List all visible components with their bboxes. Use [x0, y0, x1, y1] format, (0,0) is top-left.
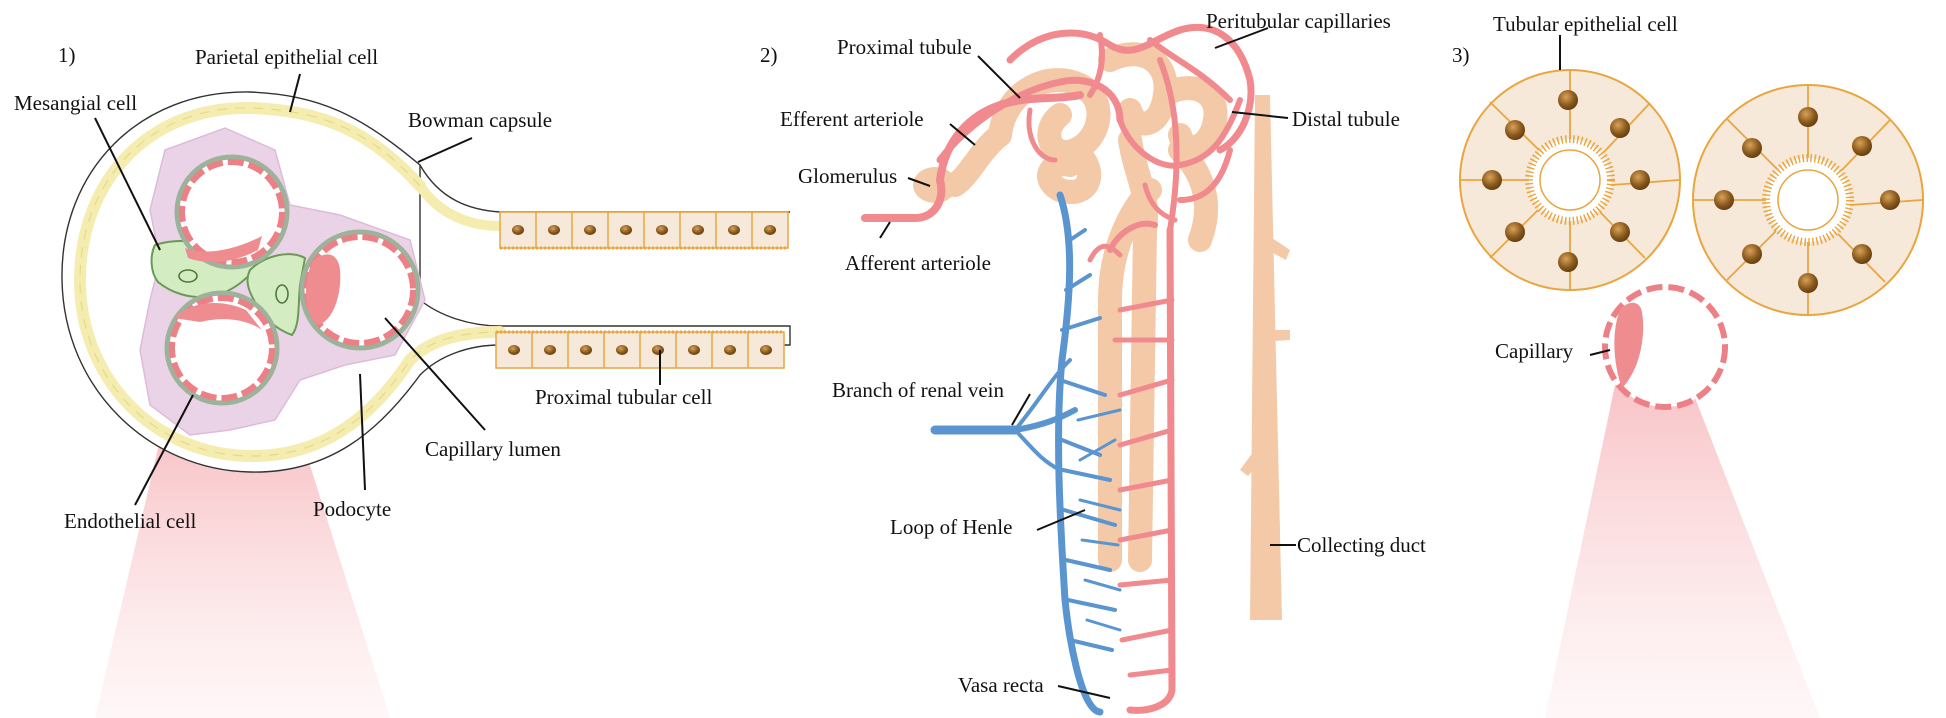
panel-2-number: 2): [760, 43, 778, 67]
glomerulus: [913, 167, 957, 203]
capillary-top: [177, 157, 287, 267]
label-mesangial-cell: Mesangial cell: [14, 91, 137, 115]
tubule-cross-section-right: [1693, 85, 1923, 315]
tubule-cross-section-left: [1460, 70, 1680, 290]
label-capillary: Capillary: [1495, 339, 1574, 363]
label-glomerulus: Glomerulus: [798, 164, 897, 188]
panel-1-number: 1): [58, 43, 76, 67]
panel-3-number: 3): [1452, 43, 1470, 67]
tubule-cells-lower: [496, 332, 784, 368]
label-loop-of-henle: Loop of Henle: [890, 515, 1012, 539]
label-parietal-epithelial-cell: Parietal epithelial cell: [195, 45, 378, 69]
label-branch-of-renal-vein: Branch of renal vein: [832, 378, 1005, 402]
label-collecting-duct: Collecting duct: [1297, 533, 1426, 557]
label-capillary-lumen: Capillary lumen: [425, 437, 561, 461]
tubule-cells-upper: [500, 212, 788, 248]
panel-3: 3) Tubular epithelial cell Capillary: [1452, 12, 1923, 718]
label-peritubular-capillaries: Peritubular capillaries: [1206, 9, 1391, 33]
label-distal-tubule: Distal tubule: [1292, 107, 1400, 131]
panel-2: 2) Proximal tubule Peritubular capillari…: [760, 9, 1426, 712]
label-efferent-arteriole: Efferent arteriole: [780, 107, 924, 131]
label-afferent-arteriole: Afferent arteriole: [845, 251, 991, 275]
zoom-cone-left: [95, 440, 390, 718]
label-bowman-capsule: Bowman capsule: [408, 108, 552, 132]
label-proximal-tubular-cell: Proximal tubular cell: [535, 385, 712, 409]
panel-1: 1) Parietal epithelial cell Mesangial ce…: [14, 43, 790, 718]
label-vasa-recta: Vasa recta: [958, 673, 1044, 697]
label-endothelial-cell: Endothelial cell: [64, 509, 197, 533]
capillary-bottom: [167, 293, 277, 403]
collecting-duct: [1250, 95, 1282, 620]
label-tubular-epithelial-cell: Tubular epithelial cell: [1493, 12, 1678, 36]
label-proximal-tubule: Proximal tubule: [837, 35, 972, 59]
label-podocyte: Podocyte: [313, 497, 391, 521]
capillary-cross-section: [1605, 287, 1725, 407]
zoom-cone-right: [1545, 385, 1820, 718]
capillary-right: [302, 232, 418, 348]
